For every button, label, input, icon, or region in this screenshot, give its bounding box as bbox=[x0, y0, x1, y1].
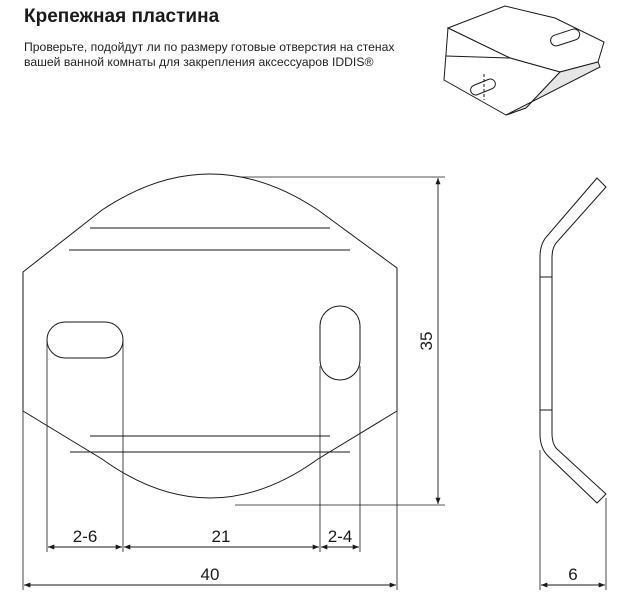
extension-lines bbox=[22, 176, 607, 590]
plate-3d-view bbox=[443, 5, 605, 116]
slot-3d-lower bbox=[470, 78, 496, 96]
plate-3d-edge bbox=[505, 61, 601, 116]
slot-horizontal bbox=[46, 321, 124, 359]
dim-label-thickness: 6 bbox=[568, 565, 577, 584]
page-title: Крепежная пластина bbox=[24, 6, 220, 27]
dimension-lines bbox=[24, 178, 605, 588]
page-description: Проверьте, подойдут ли по размеру готовы… bbox=[24, 40, 395, 69]
dim-label-hole-spacing: 21 bbox=[212, 527, 231, 546]
dim-label-left-offset: 2-6 bbox=[73, 527, 98, 546]
dim-label-right-offset: 2-4 bbox=[328, 527, 353, 546]
plate-profile bbox=[539, 177, 607, 504]
dim-label-total-width: 40 bbox=[201, 565, 220, 584]
plate-side-view bbox=[539, 177, 607, 504]
slot-3d-upper bbox=[550, 28, 581, 47]
plate-3d-bend-line bbox=[445, 55, 511, 59]
plate-front-view bbox=[22, 173, 398, 499]
dim-label-height: 35 bbox=[417, 332, 436, 351]
slot-vertical bbox=[319, 305, 361, 381]
